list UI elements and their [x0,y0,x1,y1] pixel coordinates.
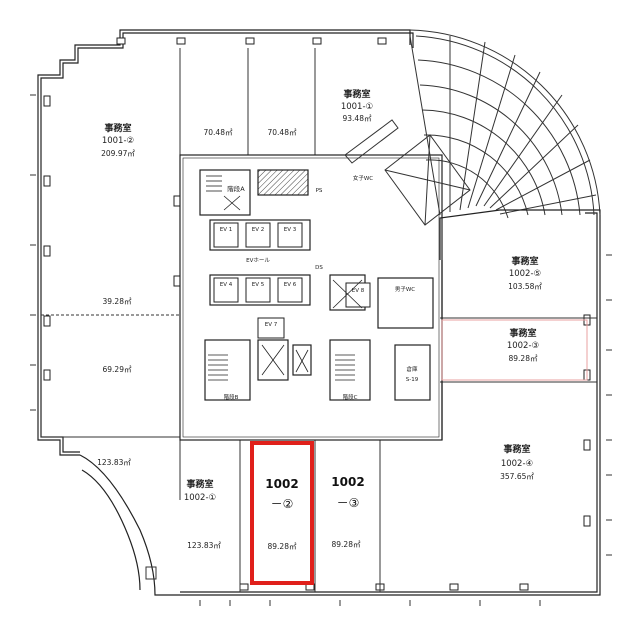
room-1001-1-number: 1001-① [340,102,374,112]
room-left-mid-area: 39.28㎡ [102,297,132,306]
room-1002-5-area: 103.58㎡ [508,282,542,291]
ev5-label: EV 5 [251,282,265,288]
room-1002-4-name: 事務室 [503,445,531,455]
room-1002-3-number-top: 1002 [331,475,365,489]
room-1002-5-name: 事務室 [511,257,539,267]
room-1002-5-number: 1002-⑤ [508,269,542,279]
ev8-label: EV 8 [351,288,365,294]
room-1002-1-number: 1002-① [183,493,217,503]
room-1002-3-area: 89.28㎡ [331,540,361,549]
room-1002-3r-area: 89.28㎡ [508,354,538,363]
room-1002-2-number-bottom: －② [270,497,294,511]
atrium [344,29,601,226]
room-left-low-area: 69.29㎡ [102,365,132,374]
room-1002-1-area-bottom: 123.83㎡ [187,541,221,550]
ev6-label: EV 6 [283,282,297,288]
room-1002-1-area-top: 123.83㎡ [97,458,131,467]
room-1002-2-area: 89.28㎡ [267,542,297,551]
ev3-label: EV 3 [283,227,297,233]
corner-room [145,566,157,580]
room-1001-2-name: 事務室 [104,124,132,134]
room-1002-1-name: 事務室 [186,480,214,490]
room-1001-1-name: 事務室 [343,90,371,100]
womens-wc-label: 女子WC [352,176,374,182]
ds-label: DS [315,265,323,271]
ev4-label: EV 4 [219,282,233,288]
room-1001-2-number: 1001-② [101,136,135,146]
ev1-label: EV 1 [219,227,233,233]
highlight-1002-3r [441,319,588,381]
stair-a-label: 階段A [227,185,245,193]
window-marks [30,94,612,606]
ps-label: PS [315,188,323,194]
ev-hall-label: EVホール [246,258,270,264]
stair-b-label: 階段B [223,395,239,401]
highlight-1002-2[interactable] [250,441,314,585]
mens-wc-label: 男子WC [394,287,416,293]
room-1002-3r-number: 1002-③ [506,341,540,351]
ev7-label: EV 7 [264,322,278,328]
room-top-a-area: 70.48㎡ [203,128,233,137]
room-1002-3-number-bottom: －③ [336,496,360,510]
room-1002-2-number-top: 1002 [265,477,299,491]
room-1002-3r-name: 事務室 [509,329,537,339]
stair-c-label: 階段C [342,395,358,401]
shaft-marks [223,195,363,376]
elevators [213,222,371,339]
columns [43,37,591,591]
stair-treads [206,175,355,381]
room-1002-4-number: 1002-④ [500,459,534,469]
partitions [41,48,597,592]
room-1001-1-area: 93.48㎡ [342,114,372,123]
outer-wall [37,29,601,596]
storage-number: S-19 [405,377,419,383]
room-1001-2-area: 209.97㎡ [101,149,135,158]
storage-label: 倉庫 [406,367,418,373]
room-1002-4-area: 357.65㎡ [500,472,534,481]
room-top-b-area: 70.48㎡ [267,128,297,137]
right-wing [439,209,585,440]
ev2-label: EV 2 [251,227,265,233]
